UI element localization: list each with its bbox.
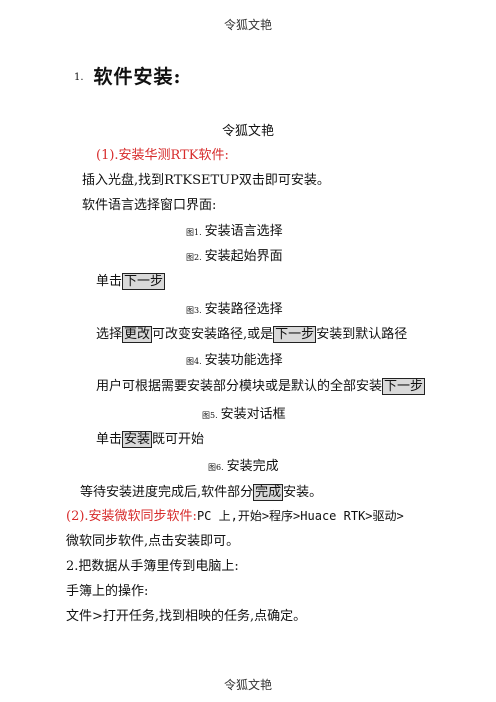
figure-number: 图4. bbox=[186, 357, 202, 366]
change-button-label: 更改 bbox=[122, 326, 153, 343]
click-prefix: 单击 bbox=[96, 432, 123, 447]
figure-caption-6: 图6.安装完成 bbox=[208, 455, 279, 474]
page-header: 令狐文艳 bbox=[223, 18, 272, 32]
install-done-line: 等待安装进度完成后,软件部分完成安装。 bbox=[80, 481, 323, 501]
install-path-line: 选择更改可改变安装路径,或是下一步安装到默认路径 bbox=[96, 323, 408, 343]
language-window-text: 软件语言选择窗口界面: bbox=[82, 198, 217, 213]
click-install-line: 单击安装既可开始 bbox=[96, 428, 205, 448]
figure-caption-1: 图1.安装语言选择 bbox=[186, 220, 283, 239]
figure-number: 图1. bbox=[186, 228, 202, 237]
click-next-line: 单击下一步 bbox=[96, 270, 166, 290]
figure-text: 安装功能选择 bbox=[204, 353, 283, 368]
install-rtk-title: (1).安装华测RTK软件: bbox=[96, 148, 229, 163]
path-text-c: 安装到默认路径 bbox=[316, 327, 408, 342]
figure-caption-5: 图5.安装对话框 bbox=[202, 403, 286, 422]
install-text-b: 既可开始 bbox=[152, 432, 205, 447]
sync-path-text: PC 上,开始>程序>Huace RTK>驱动> bbox=[196, 509, 404, 523]
next-button-label: 下一步 bbox=[122, 273, 166, 290]
figure-text: 安装起始界面 bbox=[204, 249, 283, 264]
figure-text: 安装对话框 bbox=[220, 407, 286, 422]
section-heading: 1. 软件安装: bbox=[74, 62, 182, 89]
transfer-heading: 2.把数据从手簿里传到电脑上: bbox=[66, 559, 239, 574]
sync-install-line: (2).安装微软同步软件:PC 上,开始>程序>Huace RTK>驱动> bbox=[66, 505, 404, 524]
figure-text: 安装路径选择 bbox=[204, 302, 283, 317]
next-button-label: 下一步 bbox=[273, 326, 317, 343]
done-text-b: 安装。 bbox=[283, 485, 323, 500]
next-button-label: 下一步 bbox=[382, 378, 426, 395]
figure-number: 图2. bbox=[186, 253, 202, 262]
feature-text: 用户可根据需要安装部分模块或是默认的全部安装 bbox=[96, 379, 383, 394]
figure-caption-4: 图4.安装功能选择 bbox=[186, 349, 283, 368]
handbook-ops-text: 手簿上的操作: bbox=[66, 584, 149, 599]
click-prefix: 单击 bbox=[96, 274, 123, 289]
figure-text: 安装语言选择 bbox=[204, 224, 283, 239]
page-footer: 令狐文艳 bbox=[223, 678, 272, 692]
finish-button-label: 完成 bbox=[253, 484, 284, 501]
done-text-a: 等待安装进度完成后,软件部分 bbox=[80, 485, 254, 500]
feature-select-line: 用户可根据需要安装部分模块或是默认的全部安装下一步 bbox=[96, 375, 426, 395]
sync-install-title: (2).安装微软同步软件: bbox=[66, 509, 197, 524]
figure-caption-3: 图3.安装路径选择 bbox=[186, 298, 283, 317]
watermark-text: 令狐文艳 bbox=[221, 124, 274, 139]
figure-caption-2: 图2.安装起始界面 bbox=[186, 245, 283, 264]
figure-number: 图5. bbox=[202, 411, 218, 420]
section-title: 软件安装: bbox=[93, 66, 182, 88]
section-number: 1. bbox=[74, 72, 84, 83]
path-text-a: 选择 bbox=[96, 327, 123, 342]
figure-number: 图3. bbox=[186, 306, 202, 315]
sync-install-cont: 微软同步软件,点击安装即可。 bbox=[66, 534, 240, 549]
figure-number: 图6. bbox=[208, 463, 224, 472]
file-open-text: 文件>打开任务,找到相映的任务,点确定。 bbox=[66, 609, 307, 624]
path-text-b: 可改变安装路径,或是 bbox=[152, 327, 274, 342]
install-button-label: 安装 bbox=[122, 431, 153, 448]
figure-text: 安装完成 bbox=[226, 459, 279, 474]
insert-cd-text: 插入光盘,找到RTKSETUP双击即可安装。 bbox=[82, 173, 330, 188]
